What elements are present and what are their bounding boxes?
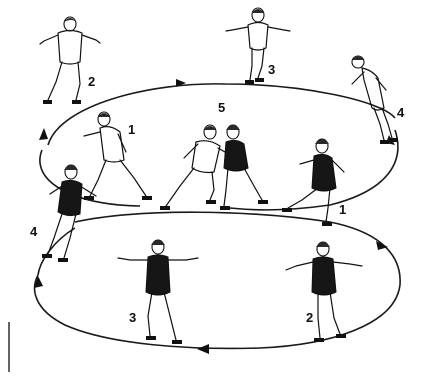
- arrow-left-up-icon: [39, 128, 48, 140]
- label-man-4: 4: [397, 105, 405, 120]
- skater-pair-5: [160, 125, 268, 210]
- skater-woman-1: [282, 139, 344, 226]
- label-man-3: 3: [268, 62, 275, 77]
- label-woman-1: 1: [339, 202, 346, 217]
- label-man-2: 2: [88, 74, 95, 89]
- skater-woman-2: [286, 242, 362, 342]
- skater-man-1: [84, 112, 152, 200]
- label-woman-3: 3: [129, 310, 136, 325]
- skater-man-3: [226, 8, 290, 84]
- arrow-bottom-icon: [197, 344, 209, 354]
- lower-track-loop: [34, 212, 400, 354]
- label-woman-4: 4: [30, 224, 38, 239]
- skater-woman-4: [42, 165, 96, 262]
- label-pair-5: 5: [218, 100, 225, 115]
- label-man-1: 1: [128, 122, 135, 137]
- skater-woman-3: [118, 240, 198, 344]
- label-woman-2: 2: [306, 310, 313, 325]
- skater-man-2: [40, 17, 100, 104]
